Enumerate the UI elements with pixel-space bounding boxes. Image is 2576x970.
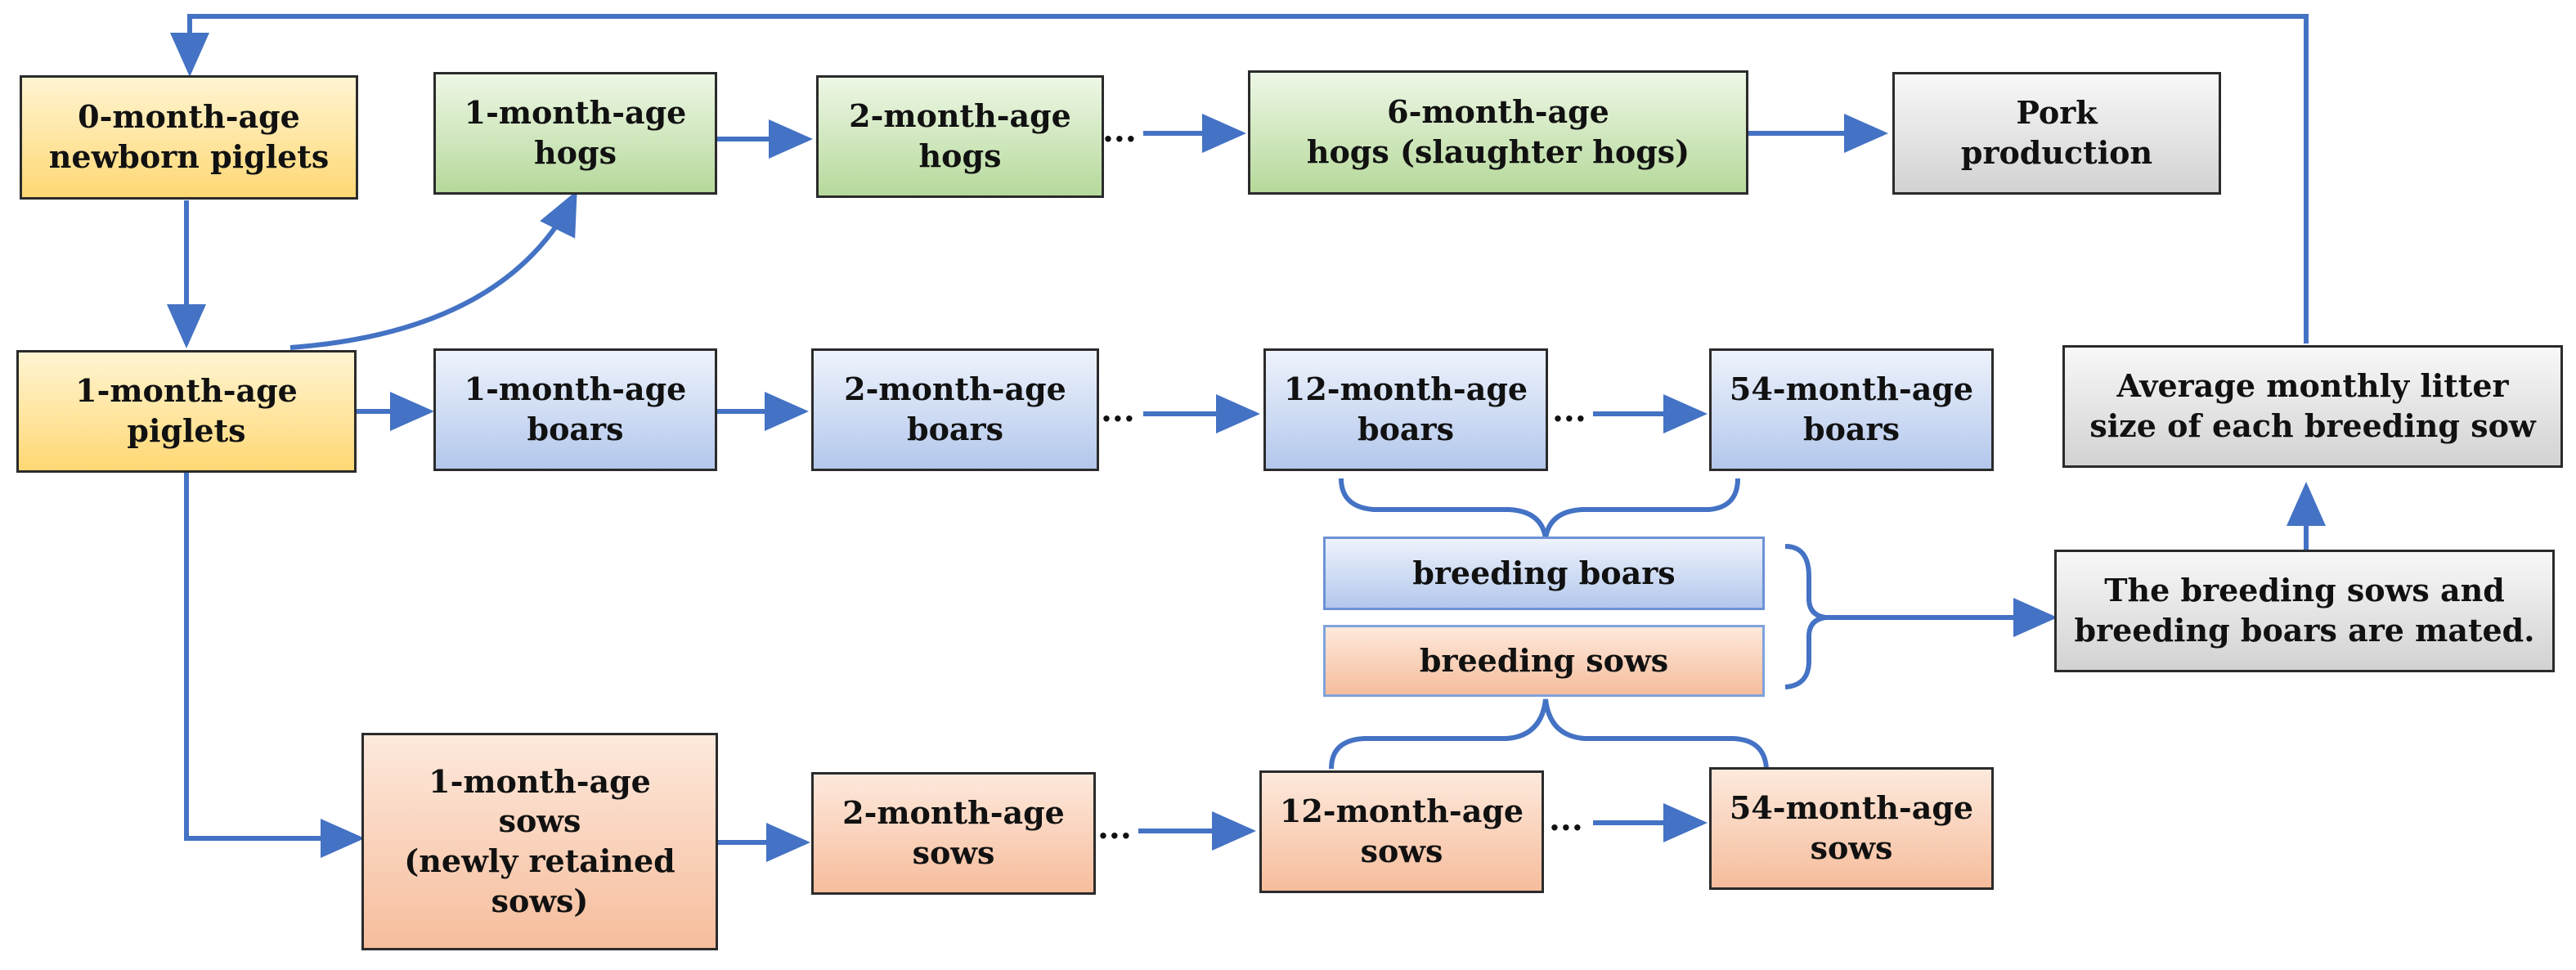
node-breeding-sows: breeding sows (1323, 625, 1765, 697)
node-breeding-boars-label: breeding boars (1412, 554, 1676, 591)
node-54-month-boars-label: 54-month-age boars (1729, 370, 1974, 447)
node-1-month-boars: 1-month-age boars (433, 348, 717, 471)
node-1-month-sows-label: 1-month-age sows (newly retained sows) (404, 762, 675, 919)
node-litter-size: Average monthly litter size of each bree… (2062, 345, 2563, 468)
node-1-month-piglets: 1-month-age piglets (16, 350, 357, 473)
feedback-arrow (170, 14, 2309, 344)
node-6-month-hogs-label: 6-month-age hogs (slaughter hogs) (1306, 93, 1690, 170)
node-2-month-boars-label: 2-month-age boars (844, 370, 1066, 447)
ellipsis-boars-1: ... (1101, 391, 1135, 429)
node-mating-label: The breeding sows and breeding boars are… (2074, 572, 2535, 649)
ellipsis-hogs: ... (1102, 111, 1137, 150)
node-12-month-sows: 12-month-age sows (1259, 770, 1544, 893)
node-1-month-piglets-label: 1-month-age piglets (75, 372, 298, 449)
node-mating: The breeding sows and breeding boars are… (2054, 550, 2555, 672)
ellipsis-boars-2: ... (1552, 391, 1586, 429)
node-6-month-hogs: 6-month-age hogs (slaughter hogs) (1248, 70, 1748, 195)
node-12-month-boars-label: 12-month-age boars (1283, 370, 1528, 447)
node-54-month-sows: 54-month-age sows (1709, 767, 1994, 890)
sows-bracket (1329, 698, 1769, 770)
node-breeding-boars: breeding boars (1323, 537, 1765, 610)
node-12-month-boars: 12-month-age boars (1263, 348, 1548, 471)
node-2-month-sows-label: 2-month-age sows (842, 794, 1065, 871)
node-pork-production: Pork production (1892, 72, 2221, 195)
boars-bracket (1339, 478, 1740, 539)
arrow-piglets-to-sows1 (184, 473, 365, 858)
node-1-month-hogs: 1-month-age hogs (433, 72, 717, 195)
ellipsis-sows-1: ... (1097, 808, 1132, 847)
node-54-month-boars: 54-month-age boars (1709, 348, 1994, 471)
node-newborn-piglets-label: 0-month-age newborn piglets (48, 98, 330, 175)
node-litter-size-label: Average monthly litter size of each bree… (2089, 367, 2536, 444)
node-2-month-boars: 2-month-age boars (811, 348, 1099, 471)
node-newborn-piglets: 0-month-age newborn piglets (20, 75, 358, 200)
arrow-piglets-to-hogs (289, 190, 577, 350)
ellipsis-sows-2: ... (1549, 800, 1583, 838)
node-2-month-hogs-label: 2-month-age hogs (849, 97, 1071, 174)
node-breeding-sows-label: breeding sows (1419, 641, 1669, 679)
breeding-right-brace (1784, 544, 1826, 689)
node-1-month-boars-label: 1-month-age boars (464, 370, 687, 447)
node-2-month-hogs: 2-month-age hogs (816, 75, 1104, 198)
node-1-month-sows: 1-month-age sows (newly retained sows) (361, 733, 718, 950)
node-1-month-hogs-label: 1-month-age hogs (464, 94, 687, 171)
node-12-month-sows-label: 12-month-age sows (1279, 793, 1524, 869)
node-2-month-sows: 2-month-age sows (811, 772, 1096, 895)
node-54-month-sows-label: 54-month-age sows (1729, 789, 1974, 866)
node-pork-production-label: Pork production (1960, 94, 2153, 171)
